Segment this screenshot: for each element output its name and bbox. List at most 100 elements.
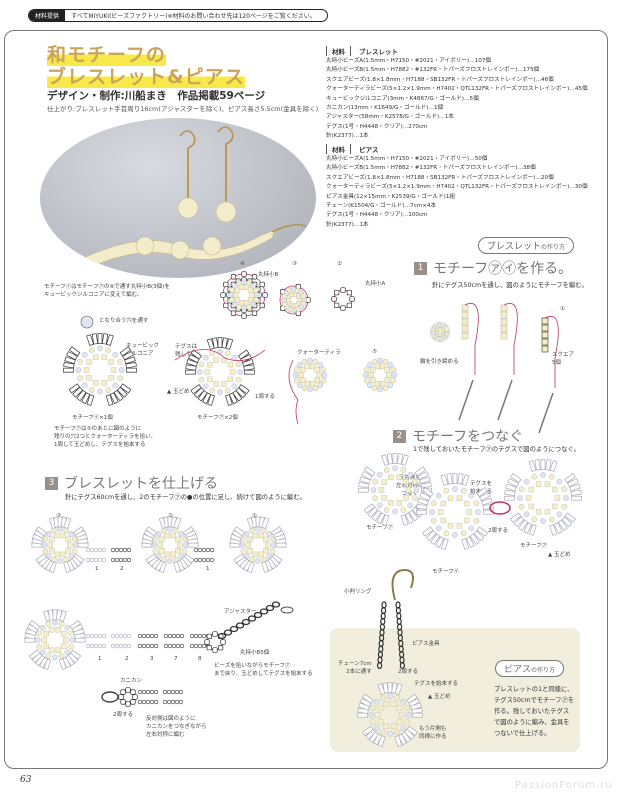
step-title: モチーフ㋐㋑を作る。 — [433, 261, 573, 277]
label-other-side: もう片側も同様に作る — [419, 726, 447, 740]
step-number: 1 — [414, 261, 427, 275]
label-count: 2 — [120, 566, 124, 572]
provider-text: すべてMIYUKI(ビーズファクトリー)※材料のお問い合わせ先は120ページをご… — [71, 13, 316, 20]
label-knot-2: ▲ 玉どめ — [548, 552, 571, 558]
note-motif-i-2: キュービックジルコニアに変えて編む。 — [44, 292, 143, 298]
label-twice-p: 2周する — [398, 669, 418, 675]
label-step5: ⑤ — [372, 349, 377, 355]
step-3-heading: 3 ブレスレットを仕上げる — [45, 473, 218, 493]
material-item: スクエアビーズ(1.8×1.8mm・H7188・SB132FR・トパーズフロスト… — [326, 76, 554, 83]
pierce-howto-pill: ピアスの作り方 — [495, 660, 565, 677]
step-title: モチーフをつなぐ — [412, 429, 524, 445]
materials-tag: 材料 — [326, 144, 351, 154]
label-twice-3: 2周する — [113, 712, 133, 718]
material-provider-bar: 材料提供 すべてMIYUKI(ビーズファクトリー)※材料のお問い合わせ先は120… — [28, 9, 328, 22]
pill-suffix: の作り方 — [531, 667, 556, 674]
label-count: 8 — [198, 656, 202, 662]
label-motif-i1: モチーフ㋑×1個 — [72, 415, 113, 421]
label-twice: 2周する — [488, 528, 508, 534]
pill-label: ブレスレット — [487, 242, 542, 252]
material-item: ピアス金具(12×15mm・K2539/G・ゴールド)1組 — [326, 193, 455, 200]
material-item: スクエアビーズ(1.8×1.8mm・H7188・SB132FR・トパーズフロスト… — [326, 174, 554, 181]
material-item: 針(K2377)…1本 — [326, 221, 369, 228]
materials-pierce-list: 丸特小ビーズA(1.5mm・H7150・#2021・アイボリー)…50個丸特小ビ… — [326, 155, 588, 230]
bracelet-howto-pill: ブレスレットの作り方 — [478, 237, 575, 254]
material-item: クォーターティラビーズ(5×1.2×1.9mm・H7402・QTL132FR・ト… — [326, 184, 588, 191]
pierce-text-line: 作る。残しておいたテグス — [494, 708, 570, 715]
step-number: 3 — [45, 476, 58, 490]
finished-size: 仕上がり:ブレスレット手首周り16cm(アジャスターを除く)、ピアス長さ5.5c… — [47, 105, 319, 113]
materials-bracelet-list: 丸特小ビーズA(1.5mm・H7150・#2021・アイボリー)…107個丸特小… — [326, 57, 588, 142]
label-count: 3 — [150, 656, 154, 662]
pill-label: ピアス — [504, 665, 532, 675]
label-motif-a-left: モチーフ㋐ — [366, 525, 394, 531]
label-oval-ring: 小判リング — [344, 589, 372, 595]
label-sub-3: ③ — [56, 513, 61, 519]
label-leave-thread: テグスは残しておく — [175, 344, 203, 358]
material-item: チェーン(K1504/G・ゴールド)…7cm×4本 — [326, 203, 437, 210]
label-step2: ② — [337, 261, 342, 267]
title-line-1: 和モチーフの — [47, 44, 166, 66]
step-number: 2 — [393, 429, 406, 443]
note-motif-a: モチーフ㋐は⑤のあとに図のように残りの穴2つとクォーターティラを拾い、1周して玉… — [54, 426, 157, 448]
materials-name: ピアス — [359, 146, 379, 154]
label-opposite: 反対側も左右対称につなぐ — [396, 475, 424, 497]
label-earring-hook: ピアス金具 — [412, 641, 440, 647]
credit: デザイン・制作:川船まき 作品掲載59ページ — [47, 90, 266, 102]
label-knot: ▲ 玉どめ — [167, 389, 190, 395]
material-item: テグス(1号・H4448・クリア)…270cm — [326, 123, 428, 130]
step-2-instruction: 1で残しておいたモチーフ㋐のテグスで図のようにつなぐ。 — [413, 446, 580, 453]
step-3-instruction: 針にテグス60cmを通し、2のモチーフ㋐の●の位置に足し、続けて図のように編む。 — [65, 494, 306, 501]
label-maru-a: 丸特小A — [365, 281, 386, 287]
material-item: キュービックジルコニア(3mm・K4867/G・ゴールド)…5個 — [326, 95, 479, 102]
step-1-instruction: 針にテグス50cmを通し、図のようにモチーフを編む。 — [432, 282, 588, 289]
pierce-instructions: ブレスレットの1と同様に、テグス50cmでモチーフ㋐を作る。残しておいたテグスで… — [494, 684, 574, 739]
step-title: ブレスレットを仕上げる — [64, 476, 218, 492]
pierce-text-line: ブレスレットの1と同様に、 — [494, 686, 574, 693]
pierce-text-line: つないで仕上げる。 — [494, 730, 551, 737]
label-count: 2 — [125, 656, 129, 662]
page-number: 63 — [20, 775, 32, 785]
label-finish-p: テグスを始末する — [414, 681, 459, 687]
material-item: クォーターティラビーズ(5×1.2×1.9mm・H7402・QTL132FR・ト… — [326, 86, 588, 93]
material-item: アジャスター(58mm・K2578/G・ゴールド)…1本 — [326, 114, 454, 121]
label-adjacent: となり合う穴を通す — [99, 318, 149, 324]
label-count: 1 — [95, 566, 99, 572]
label-opposite-3: 反対側は図のようにカニカンをつなぎながら左右対称に編む — [146, 716, 207, 738]
material-item: 丸特小ビーズA(1.5mm・H7150・#2021・アイボリー)…107個 — [326, 58, 491, 64]
step-2-heading: 2 モチーフをつなぐ — [393, 426, 523, 446]
label-clasp: カニカン — [120, 678, 143, 684]
jewelry-illustration — [61, 126, 307, 278]
materials-tag: 材料 — [326, 46, 351, 56]
material-item: 針(K2377)…1本 — [326, 133, 369, 140]
pill-suffix: の作り方 — [541, 244, 566, 251]
label-sub-1: ① — [252, 513, 257, 519]
material-item: 丸特小ビーズB(1.5mm・H7882・#132FR・トパーズフロストレインボー… — [326, 165, 536, 172]
label-step4: ④ — [240, 261, 245, 267]
label-maru-b5: 丸特小B5個 — [240, 650, 270, 656]
label-step1: ① — [560, 306, 565, 312]
label-go-back: ビーズを拾いながらモチーフ㋐まで戻り、玉どめしてテグスを始末する — [214, 663, 313, 677]
label-motif-a-right: モチーフ㋐ — [520, 543, 548, 549]
label-cubic: キュービックジルコニア — [126, 343, 160, 357]
pierce-text-line: で図のように編み、金具を — [494, 719, 570, 726]
label-motif-i: モチーフ㋑ — [432, 569, 460, 575]
label-count: 1 — [98, 656, 102, 662]
label-motif-a2: モチーフ㋐×2個 — [197, 415, 238, 421]
label-step3: ③ — [292, 261, 297, 267]
material-item: カニカン(13mm・K1649/G・ゴールド)…1個 — [326, 105, 444, 112]
label-count: 7 — [174, 656, 178, 662]
label-adjuster: アジャスター — [224, 609, 257, 615]
material-item: テグス(1号・H4448・クリア)…100cm — [326, 212, 428, 219]
pierce-text-line: テグス50cmでモチーフ㋐を — [494, 697, 575, 704]
note-motif-i-1: モチーフ㋑はモチーフ㋐の④で通す丸特小B(3個)を — [44, 284, 170, 290]
content-frame — [4, 30, 608, 769]
watermark: PassionForum.ru — [515, 780, 613, 791]
provider-tag: 材料提供 — [29, 10, 66, 21]
title-line-2: ブレスレット&ピアス — [47, 66, 245, 88]
label-finish-thread: テグスを始末する — [470, 481, 493, 495]
label-pull-tight: 輪を引き締める — [420, 359, 459, 365]
material-item: 丸特小ビーズB(1.5mm・H7882・#132FR・トパーズフロストレインボー… — [326, 67, 540, 74]
